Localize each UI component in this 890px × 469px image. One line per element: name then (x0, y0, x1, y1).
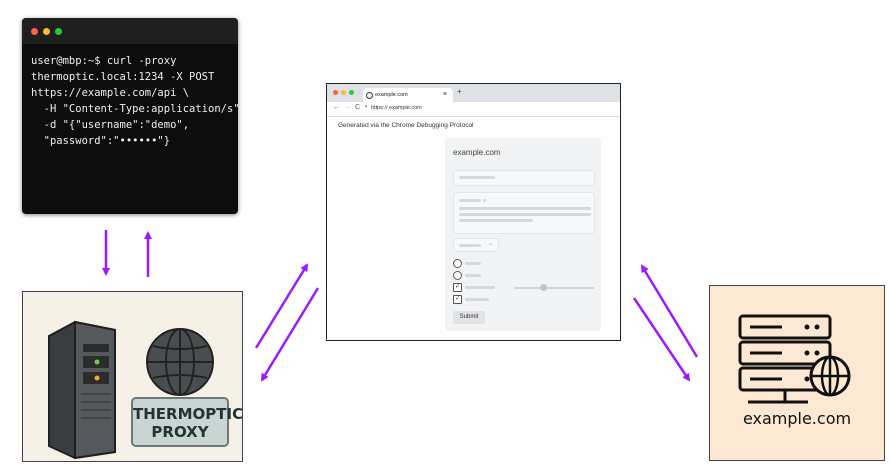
checkbox-checked[interactable]: ✓ (453, 283, 462, 292)
arrow-browser-to-server (632, 297, 691, 382)
browser-window: example.com × + ← → C ▪ https:// example… (326, 83, 621, 341)
server-label: example.com (742, 409, 852, 428)
new-tab-button[interactable]: + (457, 87, 462, 96)
arrow-browser-to-proxy (260, 287, 320, 382)
minimize-dot-icon (43, 28, 50, 35)
arrow-server-to-browser (640, 264, 699, 358)
web-server-panel: example.com (709, 285, 885, 461)
zoom-dot-icon (55, 28, 62, 35)
terminal-line: user@mbp:~$ curl -proxy (31, 55, 177, 67)
address-bar[interactable]: ← → C ▪ https:// example.com (327, 102, 620, 117)
text-input-placeholder[interactable] (453, 170, 595, 186)
range-slider[interactable] (514, 284, 594, 291)
forward-arrow-icon[interactable]: → (344, 104, 351, 111)
terminal-window: user@mbp:~$ curl -proxy thermoptic.local:… (22, 18, 240, 214)
page-caption: Generated via the Chrome Debugging Proto… (338, 122, 474, 129)
terminal-line: https://example.com/api \ (31, 87, 190, 99)
chevron-down-icon: ⌄ (488, 241, 494, 247)
web-server-icon (738, 314, 851, 404)
server-tower-icon (48, 320, 116, 460)
back-arrow-icon[interactable]: ← (333, 104, 340, 111)
terminal-line: thermoptic.local:1234 -X POST (31, 71, 215, 83)
terminal-title-bar (22, 18, 238, 44)
proxy-panel: THERMOPTIC PROXY (22, 291, 243, 462)
tab-close-icon[interactable]: × (442, 91, 447, 98)
globe-icon (146, 328, 214, 396)
radio-button[interactable] (453, 259, 462, 268)
close-dot-icon (31, 28, 38, 35)
textarea-placeholder[interactable] (453, 192, 595, 234)
checkbox-checked[interactable]: ✓ (453, 295, 462, 304)
minimize-dot-icon[interactable] (341, 90, 346, 95)
terminal-line: -d "{"username":"demo", (31, 119, 190, 131)
thermoptic-proxy-badge: THERMOPTIC PROXY (131, 397, 244, 447)
arrow-proxy-to-browser (254, 263, 309, 349)
tab-title: example.com (375, 92, 408, 98)
favicon-icon (366, 92, 373, 99)
zoom-dot-icon[interactable] (349, 90, 354, 95)
form-title: example.com (453, 148, 501, 157)
form-card: example.com ⌄ ✓ ✓ Submit (445, 138, 601, 331)
close-dot-icon[interactable] (333, 90, 338, 95)
select-placeholder[interactable]: ⌄ (453, 238, 499, 252)
badge-line-1: THERMOPTIC (133, 405, 244, 423)
badge-line-2: PROXY (151, 423, 209, 441)
terminal-output: user@mbp:~$ curl -proxy thermoptic.local:… (22, 44, 240, 149)
slider-handle[interactable] (540, 284, 547, 291)
submit-button[interactable]: Submit (453, 311, 485, 324)
terminal-line: "password":"••••••"} (31, 135, 171, 147)
radio-button[interactable] (453, 271, 462, 280)
url-text[interactable]: https:// example.com (371, 105, 422, 111)
browser-tab-bar: example.com × + (327, 84, 620, 102)
lock-icon: ▪ (365, 104, 368, 110)
browser-tab[interactable]: example.com × (363, 88, 453, 102)
terminal-line: -H "Content-Type:application/s" (31, 103, 240, 115)
reload-icon[interactable]: C (355, 104, 361, 111)
